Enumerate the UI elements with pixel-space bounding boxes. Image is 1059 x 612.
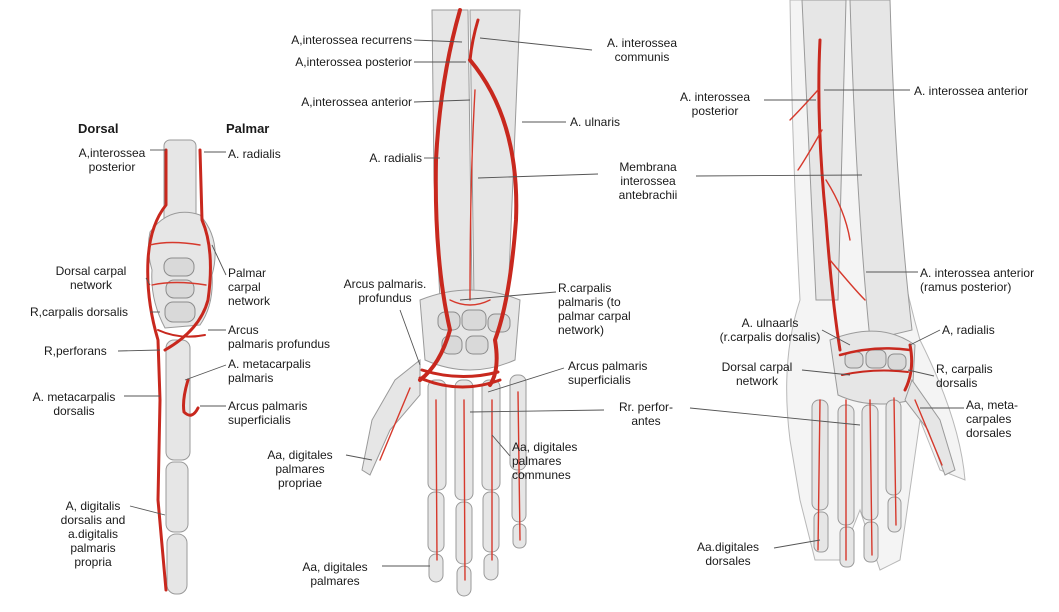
label-digitales-dorsales: Aa.digitales dorsales: [680, 540, 776, 568]
label-radialis-right: A, radialis: [942, 323, 995, 337]
label-digitales-palmares: Aa, digitales palmares: [290, 560, 380, 588]
label-ulnaris-right: A. ulnaarls (r.carpalis dorsalis): [718, 316, 822, 344]
label-arcus-palmaris-superficialis-mid: Arcus palmaris superficialis: [568, 359, 647, 387]
label-arcus-palmaris-profundus-mid: Arcus palmaris. profundus: [330, 277, 440, 305]
label-metacarpalis-palmaris: A. metacarpalis palmaris: [228, 357, 311, 385]
label-arcus-palmaris-profundus-left: Arcus palmaris profundus: [228, 323, 330, 351]
label-radialis-mid: A. radialis: [320, 151, 422, 165]
label-interossea-anterior-ramus: A. interossea anterior (ramus posterior): [920, 266, 1034, 294]
label-palmar-carpal-network: Palmar carpal network: [228, 266, 270, 308]
label-carpalis-dorsalis-left: R,carpalis dorsalis: [30, 305, 128, 319]
label-perforans: R,perforans: [44, 344, 107, 358]
label-digitalis-dorsalis: A, digitalis dorsalis and a.digitalis pa…: [52, 499, 134, 569]
label-interossea-posterior-right: A. interossea posterior: [668, 90, 762, 118]
label-metacarpalis-dorsalis: A. metacarpalis dorsalis: [22, 390, 126, 418]
label-arcus-palmaris-superficialis-left: Arcus palmaris superficialis: [228, 399, 307, 427]
left-finger-illustration: [148, 140, 215, 594]
label-digitales-palmares-propriae: Aa, digitales palmares propriae: [254, 448, 346, 490]
label-dorsal-carpal-network-left: Dorsal carpal network: [36, 264, 146, 292]
label-perforantes: Rr. perfor- antes: [606, 400, 686, 428]
label-interossea-posterior-left: A,interossea posterior: [70, 146, 154, 174]
label-digitales-palmares-communes: Aa, digitales palmares communes: [512, 440, 577, 482]
label-interossea-recurrens: A,interossea recurrens: [240, 33, 412, 47]
header-dorsal: Dorsal: [78, 122, 118, 136]
label-carpalis-palmaris: R.carpalis palmaris (to palmar carpal ne…: [558, 281, 631, 337]
label-carpalis-dorsalis-right: R, carpalis dorsalis: [936, 362, 993, 390]
label-membrana-interossea: Membrana interossea antebrachii: [598, 160, 698, 202]
header-palmar: Palmar: [226, 122, 269, 136]
label-radialis-left: A. radialis: [228, 147, 281, 161]
label-dorsal-carpal-network-right: Dorsal carpal network: [712, 360, 802, 388]
label-interossea-posterior-mid: A,interossea posterior: [240, 55, 412, 69]
label-metacarpales-dorsales: Aa, meta- carpales dorsales: [966, 398, 1018, 440]
label-ulnaris-mid: A. ulnaris: [570, 115, 620, 129]
label-interossea-communis: A. interossea communis: [592, 36, 692, 64]
label-interossea-anterior-mid: A,interossea anterior: [240, 95, 412, 109]
label-interossea-anterior-right: A. interossea anterior: [914, 84, 1028, 98]
